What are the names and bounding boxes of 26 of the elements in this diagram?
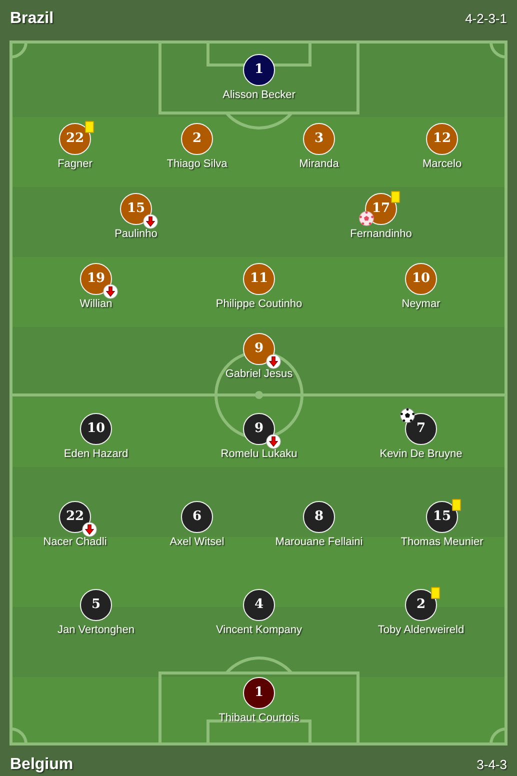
player-name: Gabriel Jesus xyxy=(225,368,293,381)
player-name: Marouane Fellaini xyxy=(275,536,363,549)
player-name: Thomas Meunier xyxy=(400,536,484,549)
player-name: Neymar xyxy=(402,298,440,311)
player-name: Fernandinho xyxy=(350,228,412,241)
player-name: Nacer Chadli xyxy=(43,536,107,549)
player-name: Philippe Coutinho xyxy=(216,298,302,311)
player-name: Vincent Kompany xyxy=(216,624,302,637)
team-name: Brazil xyxy=(10,10,54,28)
player-name: Thibaut Courtois xyxy=(218,712,300,725)
player-name: Romelu Lukaku xyxy=(220,448,298,461)
player-name: Kevin De Bruyne xyxy=(380,448,462,461)
team-name: Belgium xyxy=(10,756,74,774)
player-name: Thiago Silva xyxy=(166,158,228,171)
player-name: Eden Hazard xyxy=(64,448,128,461)
player-name: Willian xyxy=(80,298,112,311)
player-name: Fagner xyxy=(58,158,92,171)
player-name: Paulinho xyxy=(114,228,158,241)
player-name: Miranda xyxy=(299,158,339,171)
player-name: Jan Vertonghen xyxy=(57,624,135,637)
player-name: Axel Witsel xyxy=(170,536,224,549)
player-name: Marcelo xyxy=(422,158,462,171)
formation-label: 3-4-3 xyxy=(476,758,507,773)
formation-label: 4-2-3-1 xyxy=(465,12,507,27)
player-name: Toby Alderweireld xyxy=(378,624,464,637)
player-name: Alisson Becker xyxy=(222,89,296,102)
